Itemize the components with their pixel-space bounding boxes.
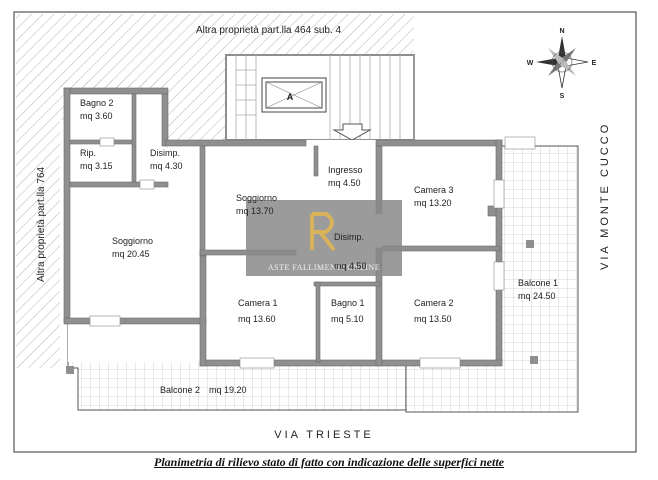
room-name: Camera 3 (414, 185, 454, 195)
entry-arrow-icon (332, 123, 372, 141)
neighbor-hatch-left (16, 14, 60, 368)
room-area: mq 13.60 (238, 314, 276, 324)
room-bagno2: Bagno 2 mq 3.60 (80, 98, 114, 121)
room-name: Bagno 1 (331, 298, 365, 308)
room-area: mq 3.15 (80, 161, 113, 171)
neighbor-label-top: Altra proprietà part.lla 464 sub. 4 (196, 25, 342, 36)
room-area: mq 4.50 (334, 261, 367, 271)
elevator-label: A (287, 92, 294, 102)
plan-caption: Planimetria di rilievo stato di fatto co… (154, 455, 504, 469)
room-area: mq 4.50 (328, 178, 361, 188)
stairwell: A (225, 54, 415, 141)
room-area: mq 13.20 (414, 198, 452, 208)
room-name: Camera 2 (414, 298, 454, 308)
street-label-bottom: VIA TRIESTE (274, 429, 373, 441)
room-area: mq 20.45 (112, 249, 150, 259)
room-name: Rip. (80, 148, 96, 158)
room-name: Camera 1 (238, 298, 278, 308)
room-name: Ingresso (328, 165, 363, 175)
plan-frame (13, 11, 637, 453)
room-balcone2: Balcone 2 mq 19.20 (160, 385, 247, 395)
room-disimp-2: Disimp. mq 4.50 (334, 232, 367, 271)
walls (63, 87, 503, 367)
room-name: Bagno 2 (80, 98, 114, 108)
room-soggiorno-1: Soggiorno mq 13.70 (236, 193, 277, 216)
room-area: mq 13.50 (414, 314, 452, 324)
room-area: mq 5.10 (331, 314, 364, 324)
room-balcone1: Balcone 1 mq 24.50 (518, 278, 558, 301)
room-rip: Rip. mq 3.15 (80, 148, 113, 171)
compass-e: E (592, 60, 597, 67)
room-area: mq 24.50 (518, 291, 556, 301)
watermark: ASTE FALLIMENTI ONLINE (246, 200, 402, 276)
room-area: mq 4.30 (150, 161, 183, 171)
room-area: mq 3.60 (80, 111, 113, 121)
room-name: Balcone 2 (160, 385, 200, 395)
room-name: Soggiorno (236, 193, 277, 203)
room-name: Soggiorno (112, 236, 153, 246)
room-camera2: Camera 2 mq 13.50 (414, 298, 454, 324)
room-name: Disimp. (150, 148, 180, 158)
room-camera1: Camera 1 mq 13.60 (238, 298, 278, 324)
watermark-text: ASTE FALLIMENTI ONLINE (268, 263, 380, 272)
room-ingresso: Ingresso mq 4.50 (328, 165, 363, 188)
room-bagno1: Bagno 1 mq 5.10 (331, 298, 365, 324)
room-camera3: Camera 3 mq 13.20 (414, 185, 454, 208)
room-area: mq 13.70 (236, 206, 274, 216)
compass-w: W (527, 60, 534, 67)
room-disimp-1: Disimp. mq 4.30 (150, 148, 183, 171)
compass-n: N (559, 28, 564, 35)
watermark-logo-icon (310, 212, 336, 252)
compass-icon: N S E W (527, 28, 597, 100)
street-label-right: VIA MONTE CUCCO (599, 122, 611, 270)
room-name: Disimp. (334, 232, 364, 242)
compass-s: S (560, 93, 565, 100)
neighbor-label-left: Altra proprietà part.lla 764 (36, 166, 47, 282)
room-soggiorno-2: Soggiorno mq 20.45 (112, 236, 153, 259)
room-name: Balcone 1 (518, 278, 558, 288)
floor-plan: A (13, 11, 637, 453)
room-area: mq 19.20 (209, 385, 247, 395)
